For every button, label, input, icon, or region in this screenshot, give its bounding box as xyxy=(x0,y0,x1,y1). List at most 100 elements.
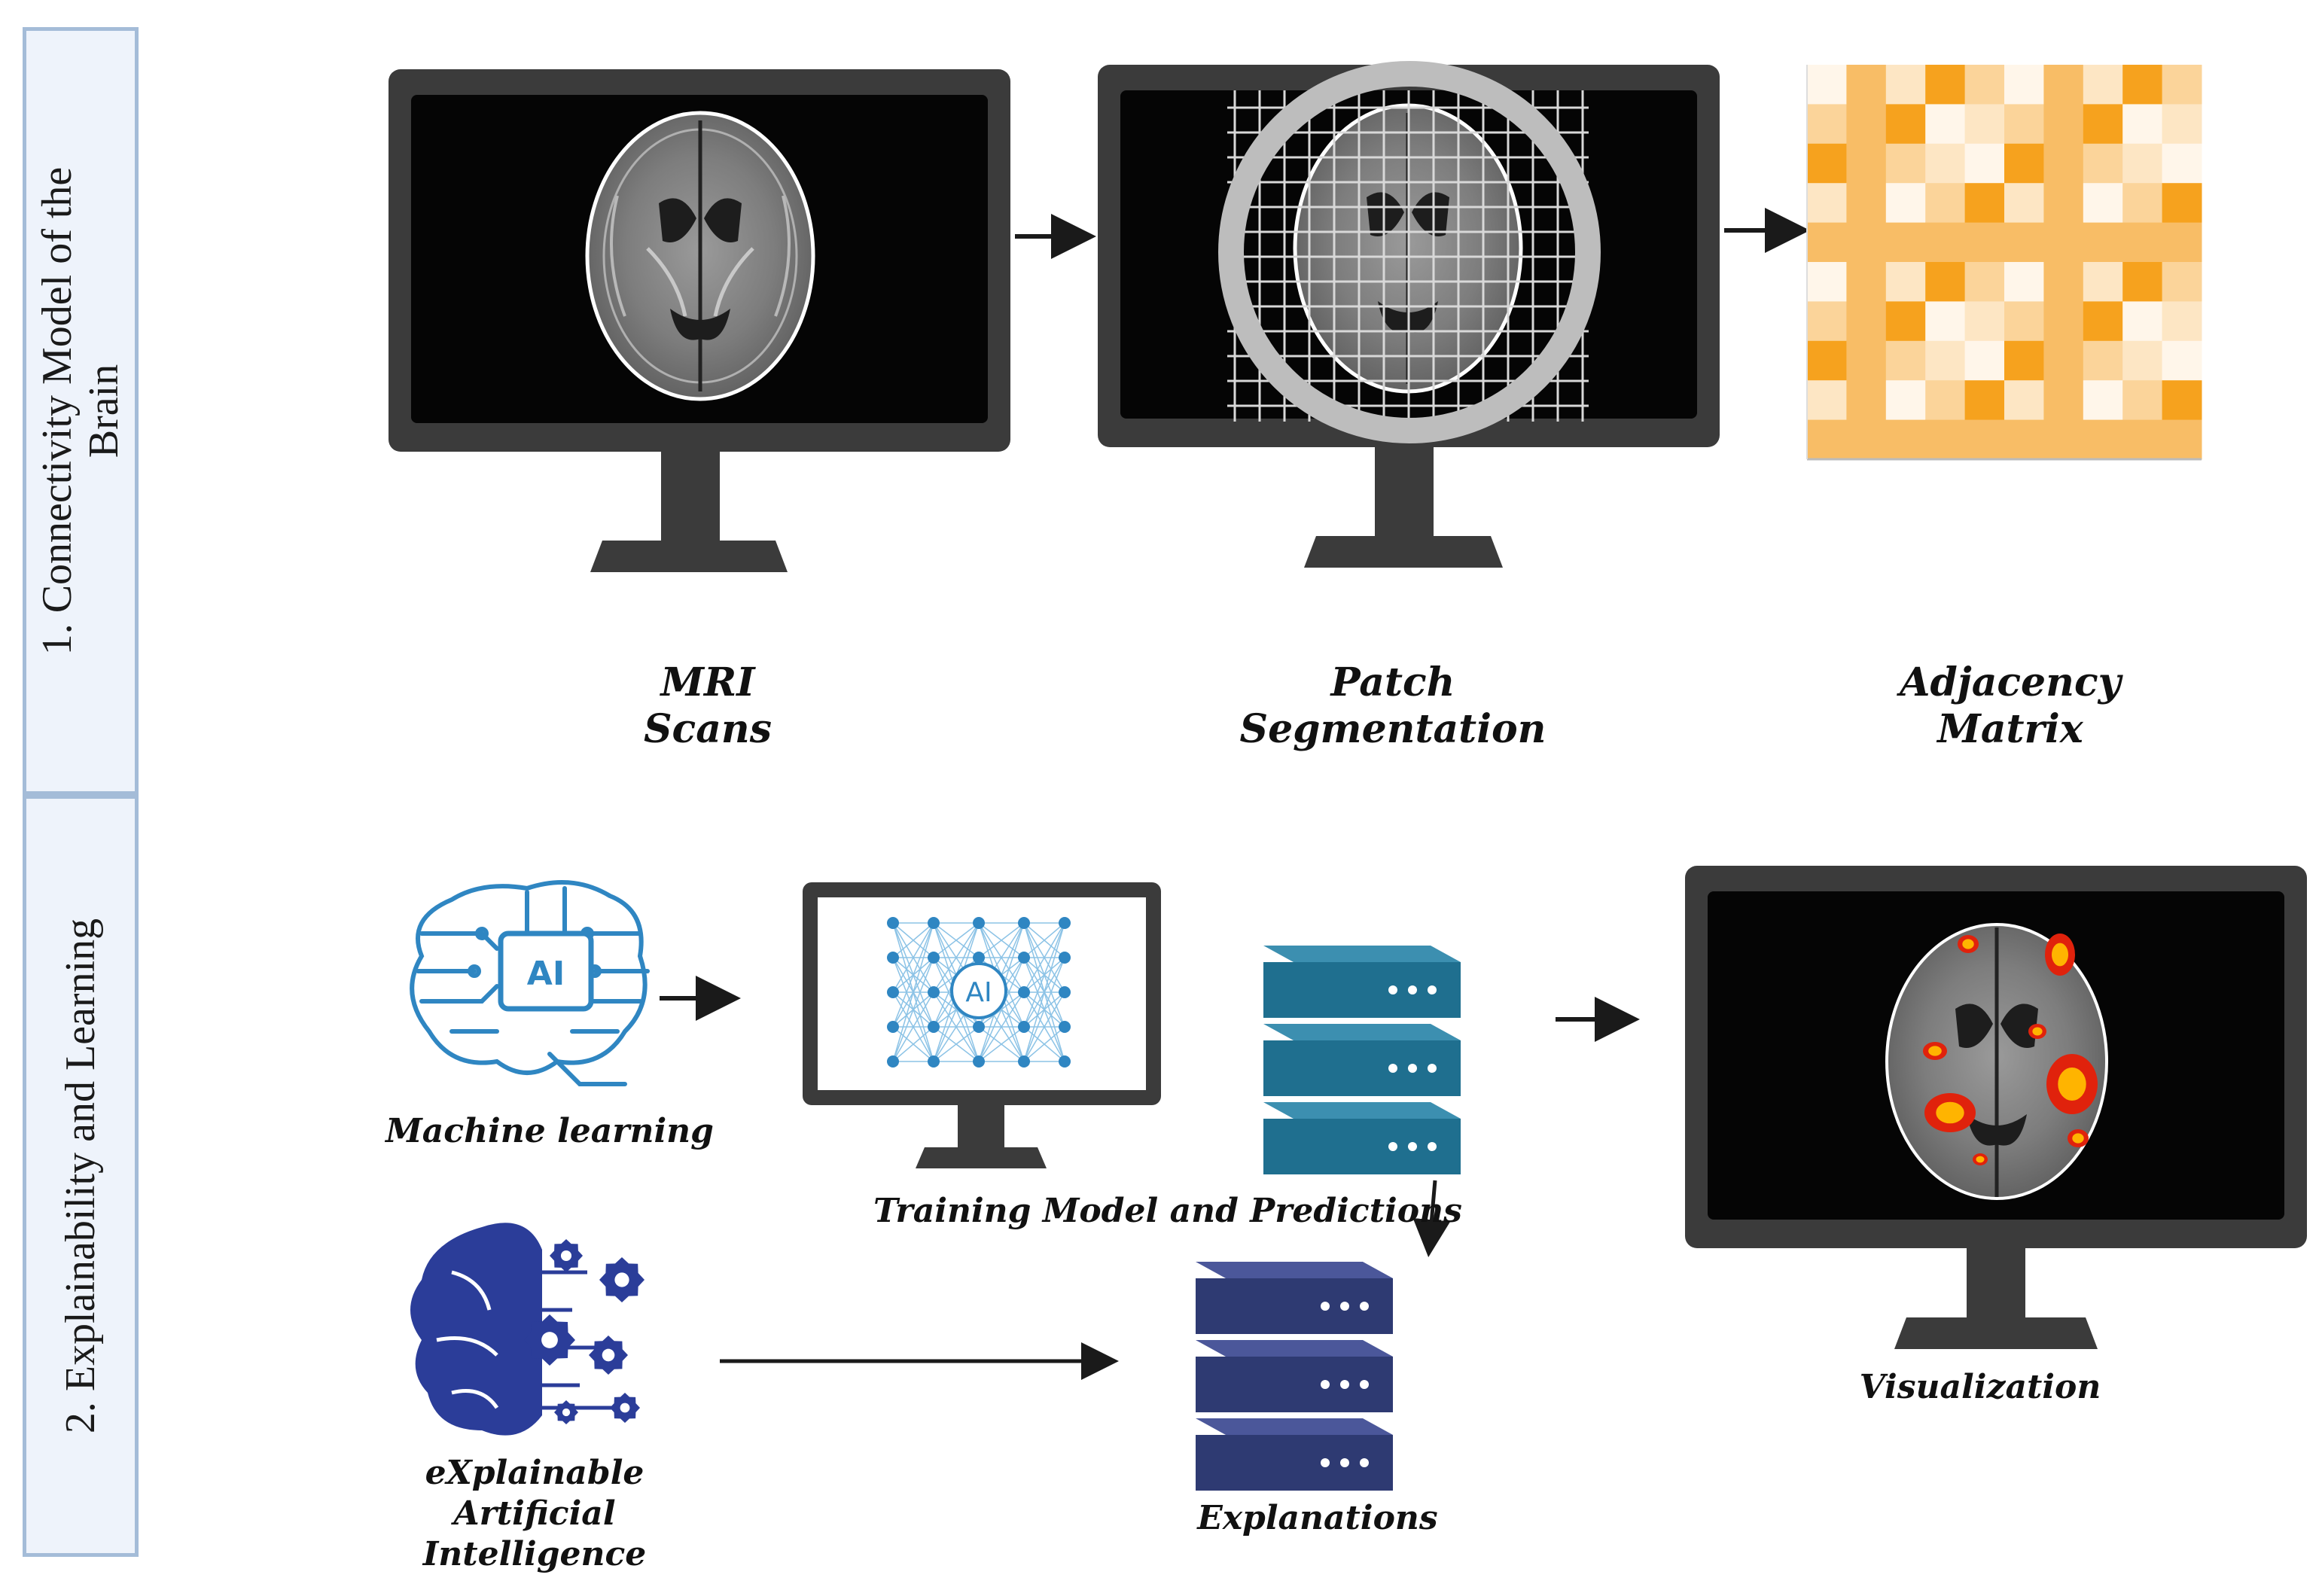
matrix-cell xyxy=(2004,183,2044,224)
matrix-cell xyxy=(1885,183,1926,224)
matrix-cell xyxy=(2122,222,2163,263)
explanations-server-stack-icon xyxy=(1196,1262,1393,1491)
nn-edge xyxy=(892,991,934,1062)
matrix-cell xyxy=(2083,222,2123,263)
nn-edge xyxy=(933,922,980,958)
gear-hole xyxy=(620,1403,630,1413)
gear-hole xyxy=(560,1250,572,1262)
matrix-cell xyxy=(2162,419,2202,460)
matrix-cell xyxy=(2043,143,2084,184)
matrix-cell xyxy=(1885,104,1926,145)
matrix-cell xyxy=(1925,262,1966,302)
matrix-cell xyxy=(2043,340,2084,381)
nn-edge xyxy=(892,922,934,993)
matrix-cell xyxy=(1925,340,1966,381)
nn-node xyxy=(973,1055,985,1068)
nn-node xyxy=(1059,917,1071,929)
machine-learning-brain-icon xyxy=(410,880,650,1086)
teal-server-led xyxy=(1408,985,1417,994)
navy-server-led xyxy=(1321,1458,1330,1467)
nn-node xyxy=(1018,952,1030,964)
matrix-cell xyxy=(1964,419,2005,460)
matrix-cell xyxy=(1807,104,1847,145)
matrix-cell xyxy=(1925,104,1966,145)
matrix-cell xyxy=(1846,143,1887,184)
matrix-cell xyxy=(2083,262,2123,302)
matrix-cell xyxy=(1925,222,1966,263)
section-box-explainability: 2. Explainability and Learning xyxy=(23,795,139,1557)
matrix-cell xyxy=(2004,222,2044,263)
matrix-cell xyxy=(1964,65,2005,105)
nn-edge xyxy=(933,922,980,993)
matrix-cell xyxy=(2043,183,2084,224)
matrix-cell xyxy=(2043,380,2084,421)
navy-server-top xyxy=(1196,1418,1393,1435)
matrix-cell xyxy=(2004,143,2044,184)
nn-node xyxy=(928,986,940,998)
hotspot-core xyxy=(2032,1027,2043,1036)
matrix-cell xyxy=(1964,301,2005,342)
matrix-cell xyxy=(2043,262,2084,302)
matrix-cell xyxy=(1885,65,1926,105)
matrix-cell xyxy=(2083,143,2123,184)
label-line: Intelligence xyxy=(422,1535,647,1573)
nn-node xyxy=(973,952,985,964)
matrix-cell xyxy=(1846,65,1887,105)
matrix-cell xyxy=(1885,143,1926,184)
teal-server-led xyxy=(1388,985,1397,994)
hotspot-core xyxy=(2052,943,2068,967)
navy-server-led xyxy=(1340,1302,1349,1311)
label-explanations: Explanations xyxy=(1197,1499,1438,1537)
teal-server-led xyxy=(1428,985,1437,994)
matrix-cell xyxy=(2043,419,2084,460)
matrix-cell xyxy=(2122,65,2163,105)
navy-server-led xyxy=(1360,1302,1369,1311)
matrix-cell xyxy=(2162,262,2202,302)
matrix-cell xyxy=(1846,380,1887,421)
matrix-cell xyxy=(2162,301,2202,342)
nn-node xyxy=(928,1055,940,1068)
label-line: Patch xyxy=(1330,659,1455,705)
matrix-cell xyxy=(2083,380,2123,421)
matrix-cell xyxy=(2083,183,2123,224)
ai-chip-label: AI xyxy=(527,955,565,993)
matrix-cell xyxy=(2122,380,2163,421)
teal-server-top xyxy=(1263,1102,1461,1119)
matrix-cell xyxy=(2122,104,2163,145)
nn-node xyxy=(1018,917,1030,929)
matrix-cell xyxy=(2122,419,2163,460)
matrix-cell xyxy=(1925,380,1966,421)
label-visualization: Visualization xyxy=(1859,1368,2101,1406)
matrix-cell xyxy=(1964,104,2005,145)
navy-server-led xyxy=(1360,1458,1369,1467)
teal-server-top xyxy=(1263,946,1461,962)
teal-server-led xyxy=(1428,1064,1437,1073)
matrix-cell xyxy=(1885,340,1926,381)
nn-node xyxy=(1059,952,1071,964)
label-line: Segmentation xyxy=(1239,706,1546,752)
label-line: Adjacency xyxy=(1900,659,2121,705)
matrix-cell xyxy=(1885,380,1926,421)
matrix-cell xyxy=(1807,340,1847,381)
matrix-cell xyxy=(1964,183,2005,224)
nn-node xyxy=(887,917,899,929)
nn-node xyxy=(973,1021,985,1033)
matrix-cell xyxy=(1925,65,1966,105)
nn-node xyxy=(1059,1021,1071,1033)
matrix-cell xyxy=(1964,143,2005,184)
matrix-cell xyxy=(2122,340,2163,381)
matrix-cell xyxy=(1846,340,1887,381)
matrix-cell xyxy=(2083,65,2123,105)
nn-edge xyxy=(1023,1026,1065,1062)
navy-server-led xyxy=(1321,1380,1330,1389)
nn-edge xyxy=(1023,922,1065,1062)
magnifier-ring xyxy=(1218,61,1601,443)
nn-node xyxy=(928,917,940,929)
matrix-cell xyxy=(1925,419,1966,460)
matrix-cell xyxy=(2004,301,2044,342)
teal-server-top xyxy=(1263,1024,1461,1040)
navy-server-led xyxy=(1340,1380,1349,1389)
teal-server-led xyxy=(1408,1064,1417,1073)
